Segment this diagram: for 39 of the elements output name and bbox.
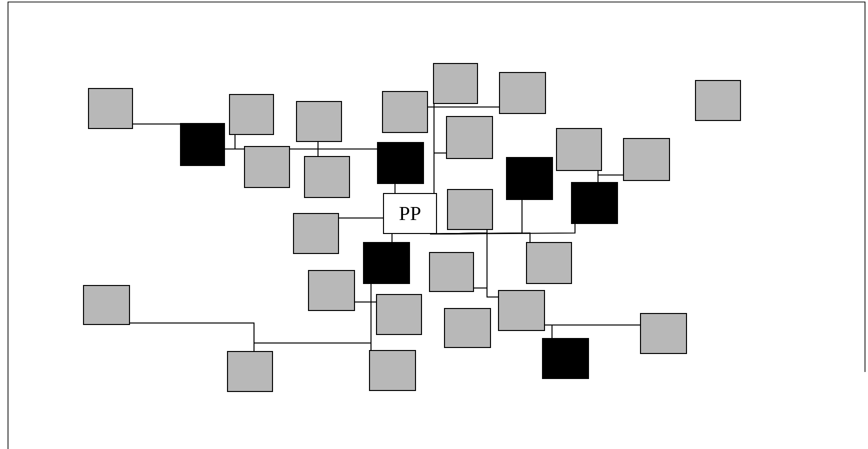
connector-line xyxy=(434,152,446,194)
connector-line xyxy=(318,148,378,156)
solid-box xyxy=(180,123,225,166)
stippled-box xyxy=(304,156,350,198)
stippled-box xyxy=(498,290,545,331)
solid-box xyxy=(571,182,618,224)
solid-box xyxy=(506,157,553,200)
stippled-box xyxy=(526,242,572,284)
solid-box xyxy=(377,142,424,184)
connector-line xyxy=(224,148,244,150)
stippled-box xyxy=(447,189,493,230)
stippled-box xyxy=(446,116,493,159)
solid-box xyxy=(363,242,410,284)
connector-line xyxy=(254,284,372,352)
stippled-box xyxy=(369,350,416,391)
stippled-box xyxy=(296,101,342,142)
connector-line xyxy=(394,184,396,194)
stippled-box xyxy=(83,285,130,325)
stippled-box xyxy=(556,128,602,171)
stippled-box xyxy=(429,252,474,292)
stippled-box xyxy=(376,294,422,335)
connector-line xyxy=(544,324,552,338)
solid-box xyxy=(542,338,589,379)
stippled-box xyxy=(623,138,670,181)
stippled-box xyxy=(293,213,339,254)
stippled-box xyxy=(382,91,428,133)
stippled-box xyxy=(229,94,274,135)
stippled-box xyxy=(695,80,741,121)
connector-line xyxy=(598,174,624,182)
connector-line xyxy=(430,232,498,298)
stippled-box xyxy=(433,63,478,104)
stippled-box xyxy=(499,72,546,114)
labeled-box: PP xyxy=(383,193,437,234)
stippled-box xyxy=(444,308,491,348)
stippled-box xyxy=(88,88,133,129)
stippled-box xyxy=(640,313,687,354)
stippled-box xyxy=(227,351,273,392)
stippled-box xyxy=(244,146,290,188)
stippled-box xyxy=(308,270,355,311)
